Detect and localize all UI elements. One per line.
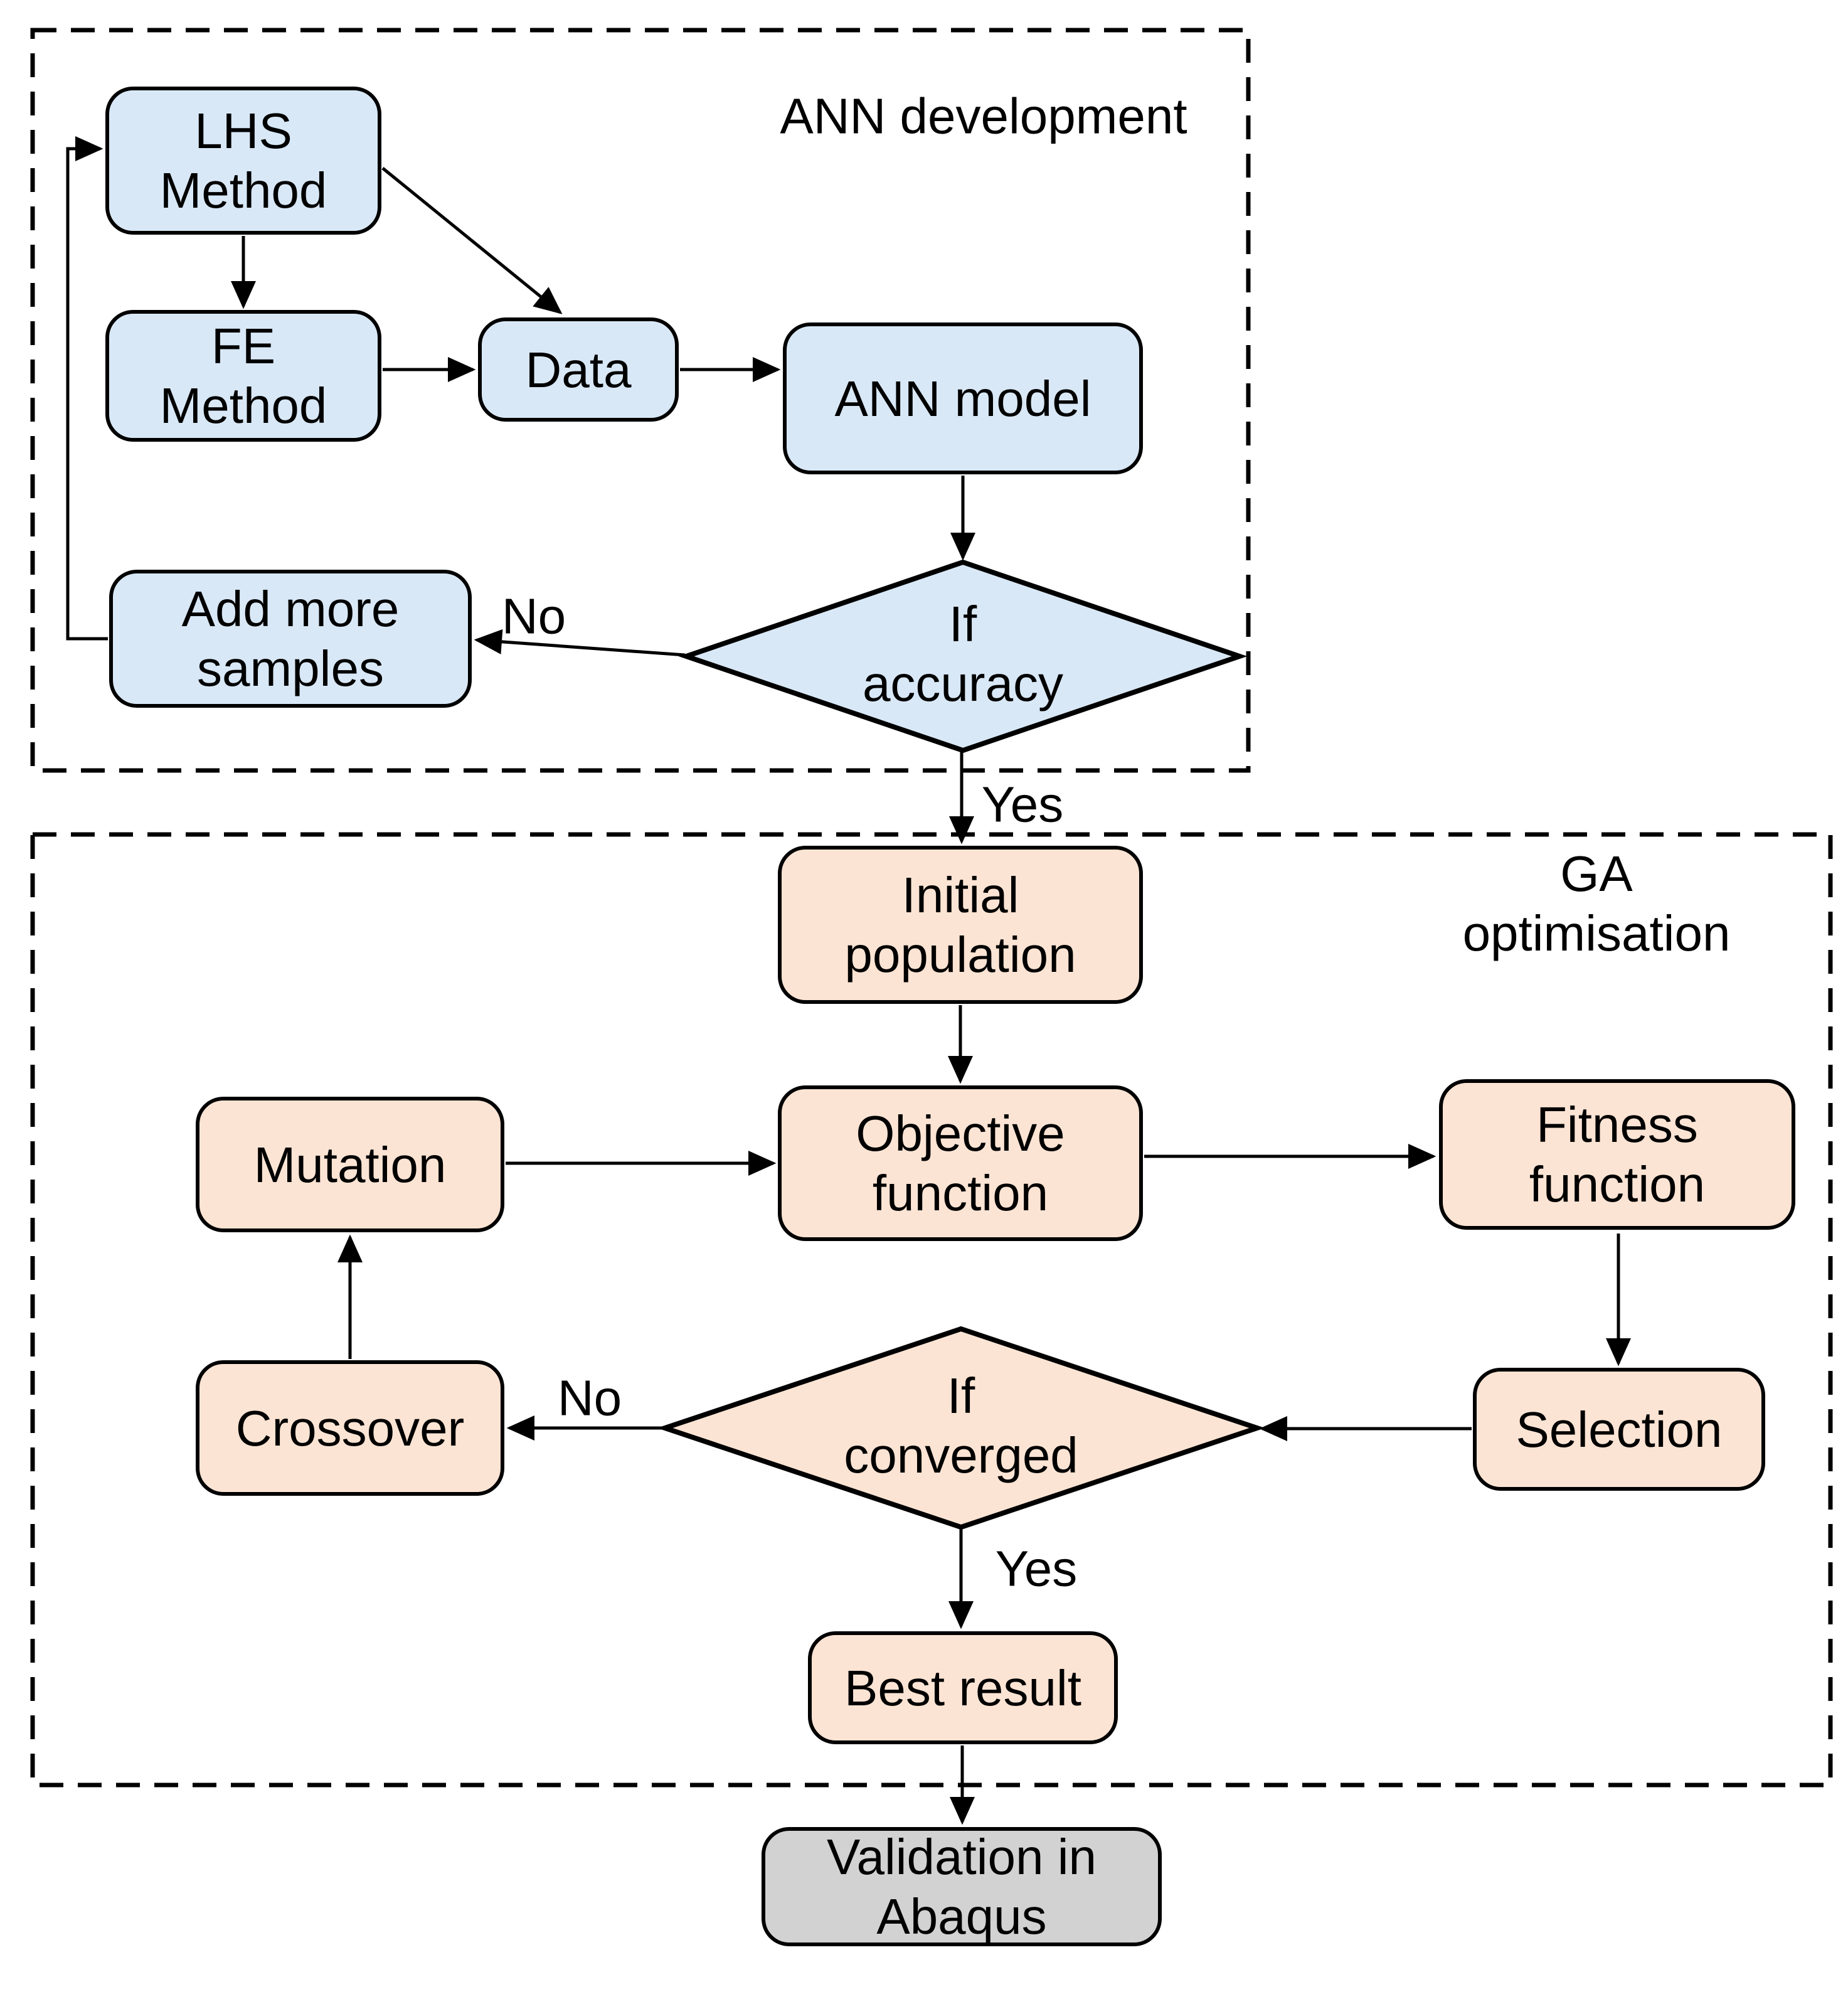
arrow-if-accuracy-no-to-add-more-samples xyxy=(474,629,686,657)
arrow-lhs-method-to-data xyxy=(381,167,563,314)
node-lhs-method: LHS Method xyxy=(105,87,381,235)
node-data-label: Data xyxy=(525,341,632,398)
node-selection-label: Selection xyxy=(1516,1401,1723,1457)
node-data: Data xyxy=(478,317,679,422)
edge-label-converged-yes: Yes xyxy=(995,1540,1078,1597)
node-crossover-label: Crossover xyxy=(235,1400,465,1456)
node-validation-abaqus: Validation in Abaqus xyxy=(762,1827,1162,1946)
node-add-more-samples-label: Add more samples xyxy=(181,581,400,696)
node-ann-model-label: ANN model xyxy=(834,370,1091,427)
node-lhs-method-label: LHS Method xyxy=(159,103,327,218)
node-ann-model: ANN model xyxy=(783,322,1143,474)
node-crossover: Crossover xyxy=(196,1360,504,1496)
node-fe-method-label: FE Method xyxy=(159,318,327,434)
node-selection: Selection xyxy=(1473,1368,1765,1491)
node-objective-function: Objective function xyxy=(778,1085,1143,1241)
node-initial-population-label: Initial population xyxy=(844,867,1076,983)
node-best-result: Best result xyxy=(808,1631,1118,1744)
section-box-ga-optimisation xyxy=(30,832,1833,1788)
decision-if-accuracy-label: If accuracy xyxy=(862,596,1064,711)
node-validation-abaqus-label: Validation in Abaqus xyxy=(827,1829,1097,1944)
decision-if-accuracy xyxy=(678,559,1248,754)
node-mutation: Mutation xyxy=(196,1097,504,1232)
node-best-result-label: Best result xyxy=(844,1660,1081,1716)
node-initial-population: Initial population xyxy=(778,846,1143,1004)
arrows xyxy=(66,136,1631,1825)
node-fe-method: FE Method xyxy=(105,310,381,442)
edge-label-converged-no: No xyxy=(557,1370,622,1426)
decision-if-converged xyxy=(657,1326,1265,1530)
node-objective-function-label: Objective function xyxy=(856,1106,1065,1221)
section-title-ga-optimisation: GA optimisation xyxy=(1462,846,1731,961)
decision-if-converged-label: If converged xyxy=(844,1368,1078,1483)
node-mutation-label: Mutation xyxy=(253,1136,447,1193)
edge-label-accuracy-no: No xyxy=(501,588,566,644)
node-fitness-function-label: Fitness function xyxy=(1529,1097,1706,1212)
arrow-add-more-samples-to-lhs-method xyxy=(66,136,108,641)
section-title-ann-development: ANN development xyxy=(780,88,1187,144)
node-add-more-samples: Add more samples xyxy=(109,570,472,708)
section-box-ann-development xyxy=(30,28,1251,773)
node-fitness-function: Fitness function xyxy=(1439,1079,1795,1230)
edge-label-accuracy-yes: Yes xyxy=(981,776,1064,833)
